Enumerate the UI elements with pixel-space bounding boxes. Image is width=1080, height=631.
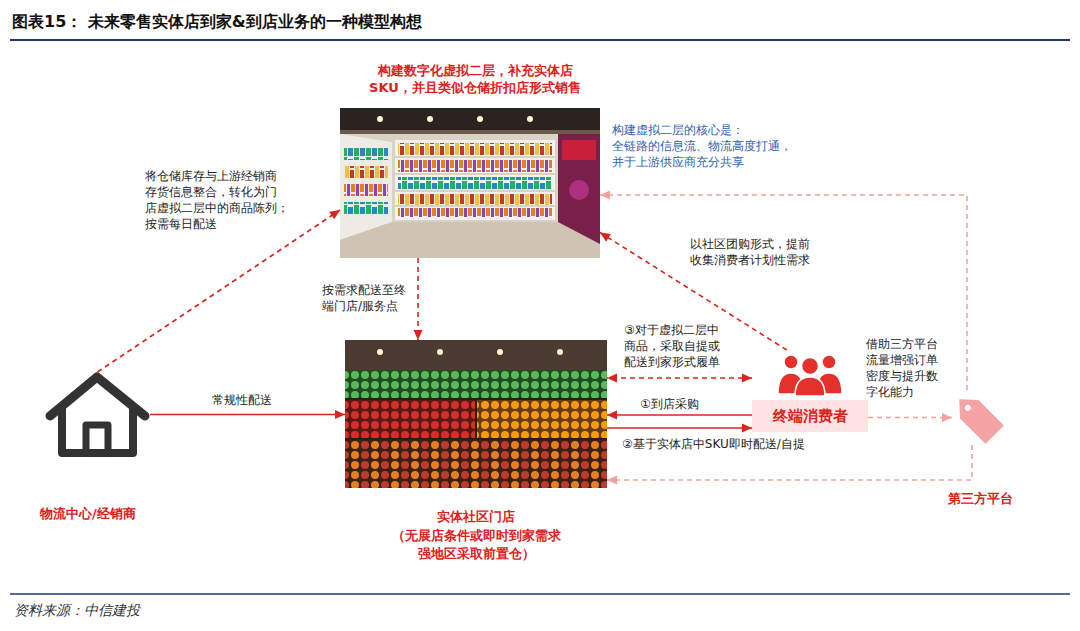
edge-label: 以社区团购形式，提前 收集消费者计划性需求 [690,236,813,268]
arrowhead [742,424,752,433]
title-rule [10,39,1070,41]
footer-rule [10,593,1070,595]
arrowhead [600,191,610,200]
connector [98,210,341,372]
logistics-center: 物流中心/经销商 [40,372,165,524]
chart-title: 图表15： 未来零售实体店到家&到店业务的一种模型构想 [12,11,422,33]
annotation: 构建虚拟二层的核心是： 全链路的信息流、物流高度打通， 并于上游供应商充分共享 [612,122,798,170]
arrowhead [414,330,423,340]
node-label: 物流中心/经销商 [40,505,136,523]
connector [607,424,752,433]
connector-line [607,377,752,379]
arrowhead [942,413,952,422]
connector-line [98,210,341,372]
edge-label: 将仓储库存与上游经销商 存货信息整合，转化为门 店虚拟二层中的商品陈列； 按需每… [145,168,291,232]
node-outline [340,108,600,258]
arrowhead [742,374,752,383]
node-label: 实体社区门店 [340,508,612,526]
end-consumer: 终端消费者 [752,350,868,434]
edge-label: ③对于虚拟二层中 商品，采取自提或 配送到家形式履单 [624,322,724,370]
arrowhead [329,210,340,219]
connector [414,258,423,340]
node-label: 构建数字化虚拟二层，补充实体店 SKU，并且类似仓储折扣店形式销售 [361,62,589,96]
connector [150,410,345,419]
edge-label: ①到店采购 [640,396,699,412]
store-photo [345,340,607,488]
virtual-floor: 构建数字化虚拟二层，补充实体店 SKU，并且类似仓储折扣店形式销售 [330,62,620,258]
house-icon [50,377,145,453]
edge-label: 常规性配送 [212,392,272,408]
edge-label: ②基于实体店中SKU即时配送/自提 [622,436,805,452]
node-outline [345,340,607,488]
arrowhead [607,411,617,420]
arrowhead [600,233,611,242]
node-label: 第三方平台 [940,490,1020,508]
connector-line [607,427,752,429]
source-caption: 资料来源：中信建投 [14,600,140,620]
edge-label: 借助三方平台 流量增强订单 密度与提升数 字化能力 [866,336,940,400]
connector-line [607,414,752,416]
node-outline [45,372,150,457]
arrowhead [607,476,617,485]
connector [607,374,752,383]
price-tag-icon [950,390,1004,444]
connector-line [417,258,419,340]
consumer-icon [778,355,842,396]
third-party-platform: 第三方平台 [940,390,1020,510]
supermarket-photo [340,108,600,258]
connector-line [150,414,345,416]
arrowhead [607,374,617,383]
arrowhead [335,410,345,419]
edge-label: 按需求配送至终 端门店/服务点 [322,282,410,314]
node-sublabel: （无展店条件或即时到家需求 强地区采取前置仓） [381,527,571,563]
connector [868,413,952,422]
community-store: 实体社区门店（无展店条件或即时到家需求 强地区采取前置仓） [340,340,612,570]
node-outline [952,390,1002,445]
connector-line [868,417,952,419]
node-label: 终端消费者 [752,400,868,432]
